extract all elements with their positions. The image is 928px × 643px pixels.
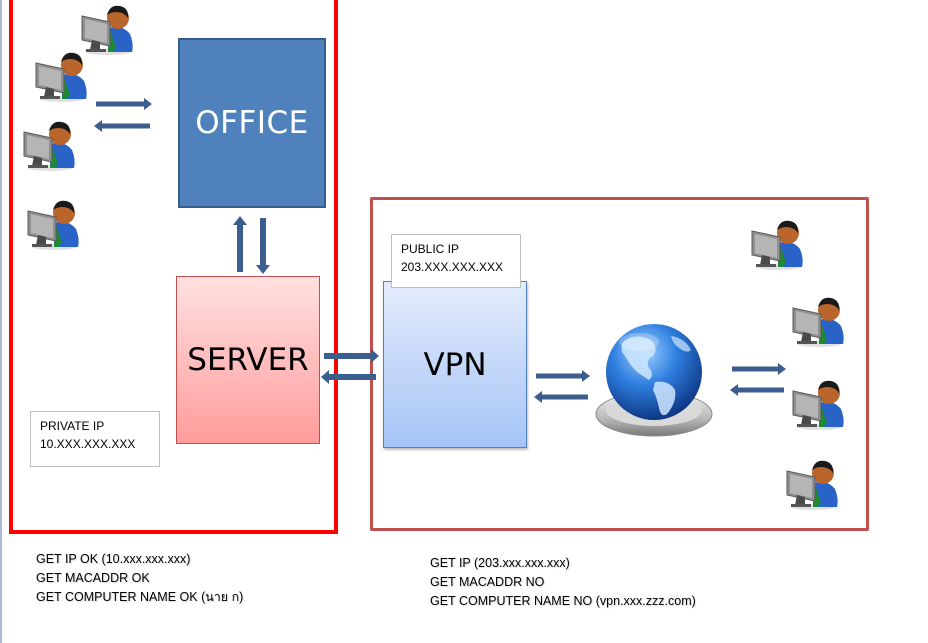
office-note-ip: GET IP OK (10.xxx.xxx.xxx) — [36, 552, 191, 566]
office-label: OFFICE — [195, 105, 309, 141]
private-ip-label: PRIVATE IP 10.XXX.XXX.XXX — [30, 411, 160, 467]
remote-user-icon — [792, 297, 845, 348]
internet-globe-icon — [595, 324, 713, 437]
remote-user-icon — [751, 220, 804, 271]
office-user-icon — [35, 52, 88, 103]
remote-user-icon — [786, 460, 839, 511]
vpn-label: VPN — [423, 346, 487, 383]
page-edge-line — [0, 0, 2, 643]
server-node: SERVER — [176, 276, 320, 444]
office-user-icon — [23, 121, 76, 172]
remote-vpn-zone — [370, 197, 869, 531]
vpn-node: VPN — [383, 281, 527, 448]
private-ip-value: 10.XXX.XXX.XXX — [40, 437, 136, 451]
office-network-zone — [9, 0, 338, 534]
office-node: OFFICE — [178, 38, 326, 208]
office-note-computer-name: GET COMPUTER NAME OK (นาย ก) — [36, 590, 244, 604]
private-ip-title: PRIVATE IP — [40, 419, 105, 433]
remote-note-computer-name: GET COMPUTER NAME NO (vpn.xxx.zzz.com) — [430, 594, 696, 608]
remote-note-macaddr: GET MACADDR NO — [430, 575, 545, 589]
remote-user-icon — [792, 380, 845, 431]
remote-notes: GET IP (203.xxx.xxx.xxx) GET MACADDR NO … — [430, 554, 696, 611]
office-note-macaddr: GET MACADDR OK — [36, 571, 150, 585]
public-ip-label: PUBLIC IP 203.XXX.XXX.XXX — [391, 234, 521, 288]
office-notes: GET IP OK (10.xxx.xxx.xxx) GET MACADDR O… — [36, 550, 243, 607]
public-ip-title: PUBLIC IP — [401, 242, 460, 256]
public-ip-value: 203.XXX.XXX.XXX — [401, 260, 504, 274]
server-label: SERVER — [187, 342, 309, 378]
office-user-icon — [27, 200, 80, 251]
remote-note-ip: GET IP (203.xxx.xxx.xxx) — [430, 556, 570, 570]
